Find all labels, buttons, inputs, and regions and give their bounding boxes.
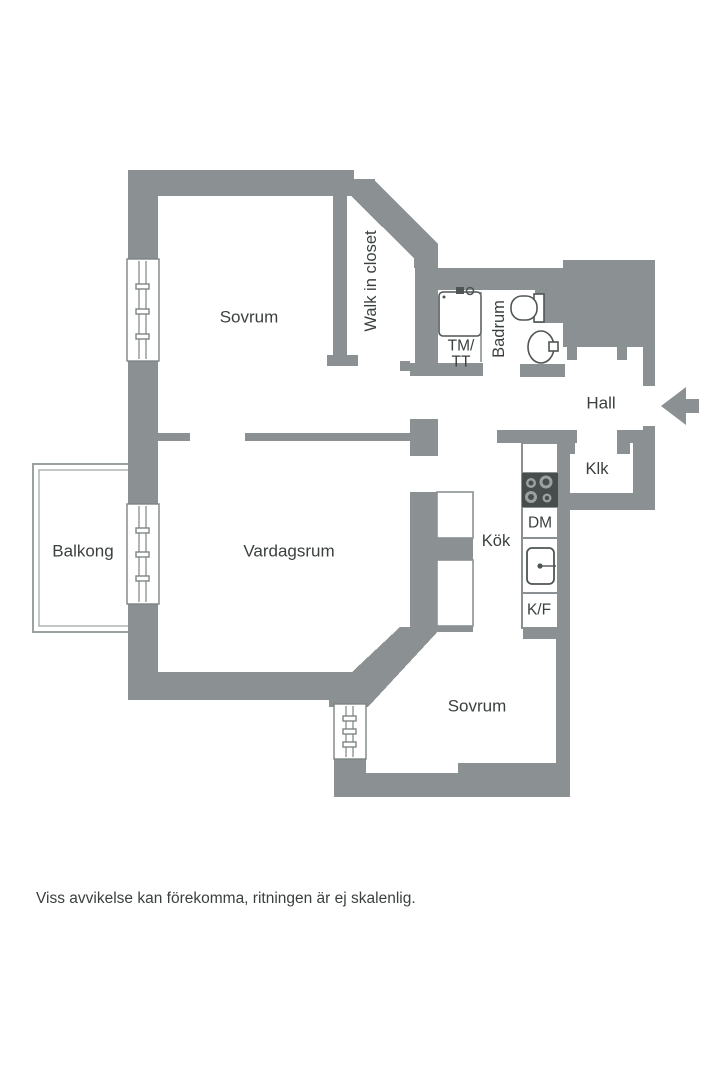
wall-left-upper — [128, 170, 158, 261]
washing-machine-icon — [438, 286, 482, 362]
wall-topright-block — [563, 260, 655, 347]
room-label-bathroom: Badrum — [490, 300, 508, 358]
entry-arrow-icon — [661, 387, 699, 425]
room-label-bedroom-bottom: Sovrum — [448, 697, 507, 716]
stove-icon — [522, 473, 558, 507]
kitchen-sink-icon — [526, 547, 556, 585]
wall-right-lower — [556, 443, 570, 797]
appliance-column — [521, 442, 559, 629]
label-washer-dryer-line1: TM/ — [448, 338, 475, 355]
wall-diagonal-lower — [329, 627, 442, 707]
room-label-bedroom-top: Sovrum — [220, 308, 279, 327]
wall-kitchen-stub — [410, 537, 473, 561]
wall-hall-tab-2 — [617, 347, 627, 360]
room-label-balcony: Balkong — [52, 542, 113, 561]
wall-block — [410, 419, 438, 456]
wall-band-right-tab — [617, 443, 630, 454]
wall-klk-bottom — [556, 493, 655, 510]
wall-bedroom2-left — [334, 757, 366, 797]
walls — [128, 170, 655, 797]
label-dishwasher: DM — [528, 515, 552, 532]
wall-hall-tab-1 — [567, 347, 577, 360]
kitchen-counters — [436, 491, 474, 627]
balcony-door-window — [126, 503, 160, 605]
label-fridge-freezer: K/F — [527, 602, 551, 619]
wall-utility-left — [415, 244, 438, 376]
wall-klk-right — [633, 430, 655, 510]
wall-closet-foot — [327, 355, 358, 366]
wall-utility-bottom — [410, 363, 483, 376]
bathroom-sink-icon — [527, 330, 559, 364]
wall-closet-partition — [333, 196, 347, 357]
room-label-living-room: Vardagsrum — [243, 542, 334, 561]
wall-under-appliances — [523, 627, 570, 639]
toilet-icon — [510, 293, 545, 323]
room-label-closet: Klk — [586, 460, 610, 478]
disclaimer-text: Viss avvikelse kan förekomma, ritningen … — [36, 890, 416, 907]
wall-bathroom-top — [437, 268, 565, 290]
wall-bottom — [335, 763, 570, 797]
wall-closet-jamb — [400, 361, 410, 371]
label-washer-dryer-line2: TT — [452, 354, 471, 371]
wall-counter-strip — [437, 623, 473, 632]
wall-band-left — [497, 430, 577, 443]
wall-top — [128, 170, 354, 196]
room-label-kitchen: Kök — [482, 532, 511, 550]
wall-livingroom-bottom — [128, 672, 360, 700]
bedroom-bottom-window — [333, 703, 367, 760]
room-label-hall: Hall — [586, 394, 615, 413]
bedroom-top-window — [126, 258, 160, 362]
wall-long-thin — [245, 433, 410, 441]
wall-kitchen-left — [410, 492, 438, 631]
wall-bathroom-bottom — [520, 364, 565, 377]
wall-stub-bedroom-door — [158, 433, 190, 441]
wall-right-hall-upper — [643, 347, 655, 386]
room-label-walk-in-closet: Walk in closet — [362, 230, 380, 332]
wall-left-mid — [128, 359, 158, 506]
